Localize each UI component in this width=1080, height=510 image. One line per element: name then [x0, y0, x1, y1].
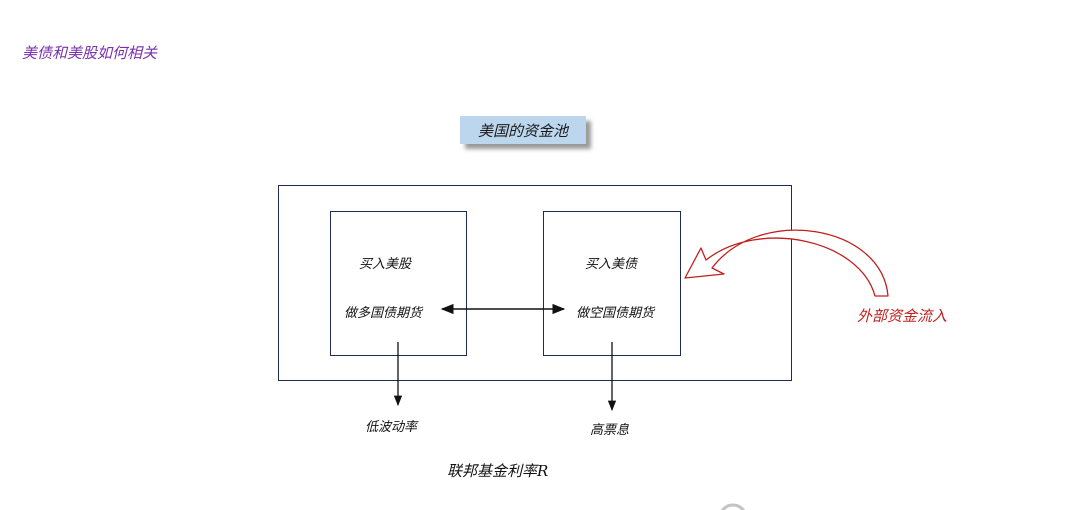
- us-stocks-box: [330, 211, 467, 356]
- buy-us-bonds-label: 买入美债: [585, 257, 638, 272]
- external-inflow-arrow: [684, 229, 889, 297]
- short-treasury-futures-label: 做空国债期货: [576, 306, 655, 321]
- low-volatility-label: 低波动率: [365, 420, 418, 435]
- pool-title: 美国的资金池: [460, 116, 586, 144]
- capital-pool-box: [278, 185, 792, 381]
- external-inflow-label: 外部资金流入: [857, 307, 948, 325]
- long-treasury-futures-label: 做多国债期货: [344, 306, 423, 321]
- us-bonds-box: [543, 211, 681, 356]
- page-title: 美债和美股如何相关: [22, 44, 158, 62]
- high-coupon-label: 高票息: [590, 423, 630, 438]
- watermark-logo: [720, 503, 746, 510]
- pool-title-text: 美国的资金池: [477, 121, 568, 140]
- fed-funds-rate-label: 联邦基金利率R: [447, 462, 549, 480]
- buy-us-stocks-label: 买入美股: [359, 257, 412, 272]
